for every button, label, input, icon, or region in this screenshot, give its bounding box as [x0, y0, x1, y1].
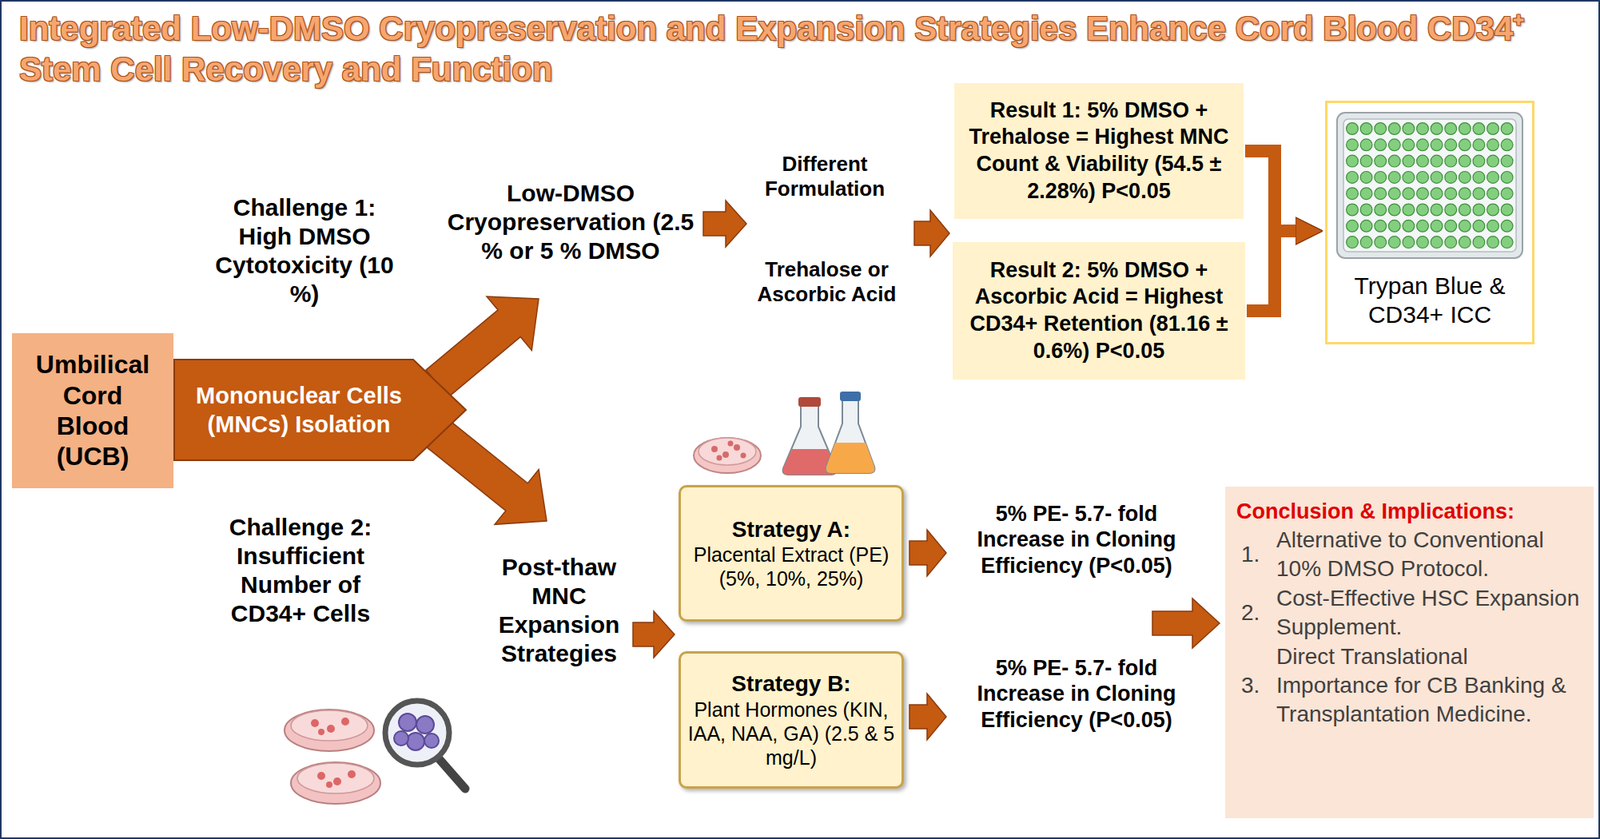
result-box: Result 2: 5% DMSO + Ascorbic Acid = High…	[952, 242, 1246, 380]
arrow-text: Mononuclear Cells (MNCs) Isolation	[186, 381, 412, 440]
note-label: Trehalose or Ascorbic Acid	[740, 257, 913, 307]
result-box: Result 1: 5% DMSO + Trehalose = Highest …	[954, 83, 1244, 219]
method-label: Low-DMSO Cryopreservation (2.5 % or 5 % …	[437, 179, 704, 266]
result-text: Result 1: 5% DMSO + Trehalose = Highest …	[963, 97, 1234, 206]
block-arrow	[632, 611, 675, 658]
flow-arrow	[1245, 151, 1296, 231]
list-number: 1.	[1236, 540, 1260, 570]
arrow-shape	[173, 358, 468, 462]
note-label: Different Formulation	[748, 151, 901, 202]
list-item: Cost-Effective HSC Expansion Supplement.	[1276, 584, 1585, 643]
conclusion-box: Conclusion & Implications: 1. Alternative …	[1225, 486, 1594, 819]
strategy-heading: Strategy A:	[732, 516, 851, 544]
well-plate	[1335, 109, 1525, 262]
assay-text: Trypan Blue & CD34+ ICC	[1333, 271, 1526, 330]
assay-box: Trypan Blue & CD34+ ICC	[1325, 100, 1535, 345]
list-item: Alternative to Conventional 10% DMSO Pro…	[1276, 525, 1585, 585]
block-arrow	[914, 210, 950, 257]
outcome-label: 5% PE- 5.7- fold Increase in Cloning Eff…	[956, 501, 1197, 579]
strategy-body: Placental Extract (PE) (5%, 10%, 25%)	[687, 542, 896, 591]
process-arrow: Mononuclear Cells (MNCs) Isolation	[173, 358, 468, 462]
strategy-body: Plant Hormones (KIN, IAA, NAA, GA) (2.5 …	[687, 697, 896, 770]
block-arrow	[703, 200, 747, 247]
flow-arrow	[1246, 230, 1296, 311]
method-label: Post-thaw MNC Expansion Strategies	[489, 553, 629, 669]
strategy-box: Strategy B:Plant Hormones (KIN, IAA, NAA…	[678, 651, 904, 789]
block-arrow	[425, 419, 547, 526]
challenge-label: Challenge 2: Insufficient Number of CD34…	[211, 513, 390, 629]
block-arrow	[425, 296, 539, 398]
block-arrow	[909, 693, 947, 741]
diagram-title: Integrated Low-DMSO Cryopreservation and…	[19, 7, 1586, 90]
arrow-shape	[174, 359, 466, 461]
source-box: Umbilical Cord Blood (UCB)	[11, 333, 174, 489]
list-item: Direct Translational Importance for CB B…	[1276, 642, 1585, 730]
list-number: 2.	[1236, 598, 1260, 628]
challenge-label: Challenge 1: High DMSO Cytotoxicity (10 …	[204, 193, 405, 309]
block-arrow	[1152, 598, 1220, 649]
strategy-heading: Strategy B:	[731, 670, 851, 698]
petri-dish-flasks	[693, 391, 875, 475]
strategy-box: Strategy A:Placental Extract (PE) (5%, 1…	[678, 485, 904, 622]
result-text: Result 2: 5% DMSO + Ascorbic Acid = High…	[962, 257, 1236, 366]
petri-dishes-magnifier	[284, 700, 466, 804]
conclusion-heading: Conclusion & Implications:	[1236, 497, 1515, 526]
box-text: Umbilical Cord Blood (UCB)	[23, 349, 163, 473]
outcome-label: 5% PE- 5.7- fold Increase in Cloning Eff…	[956, 655, 1197, 733]
block-arrow	[909, 529, 947, 577]
list-number: 3.	[1236, 671, 1260, 701]
